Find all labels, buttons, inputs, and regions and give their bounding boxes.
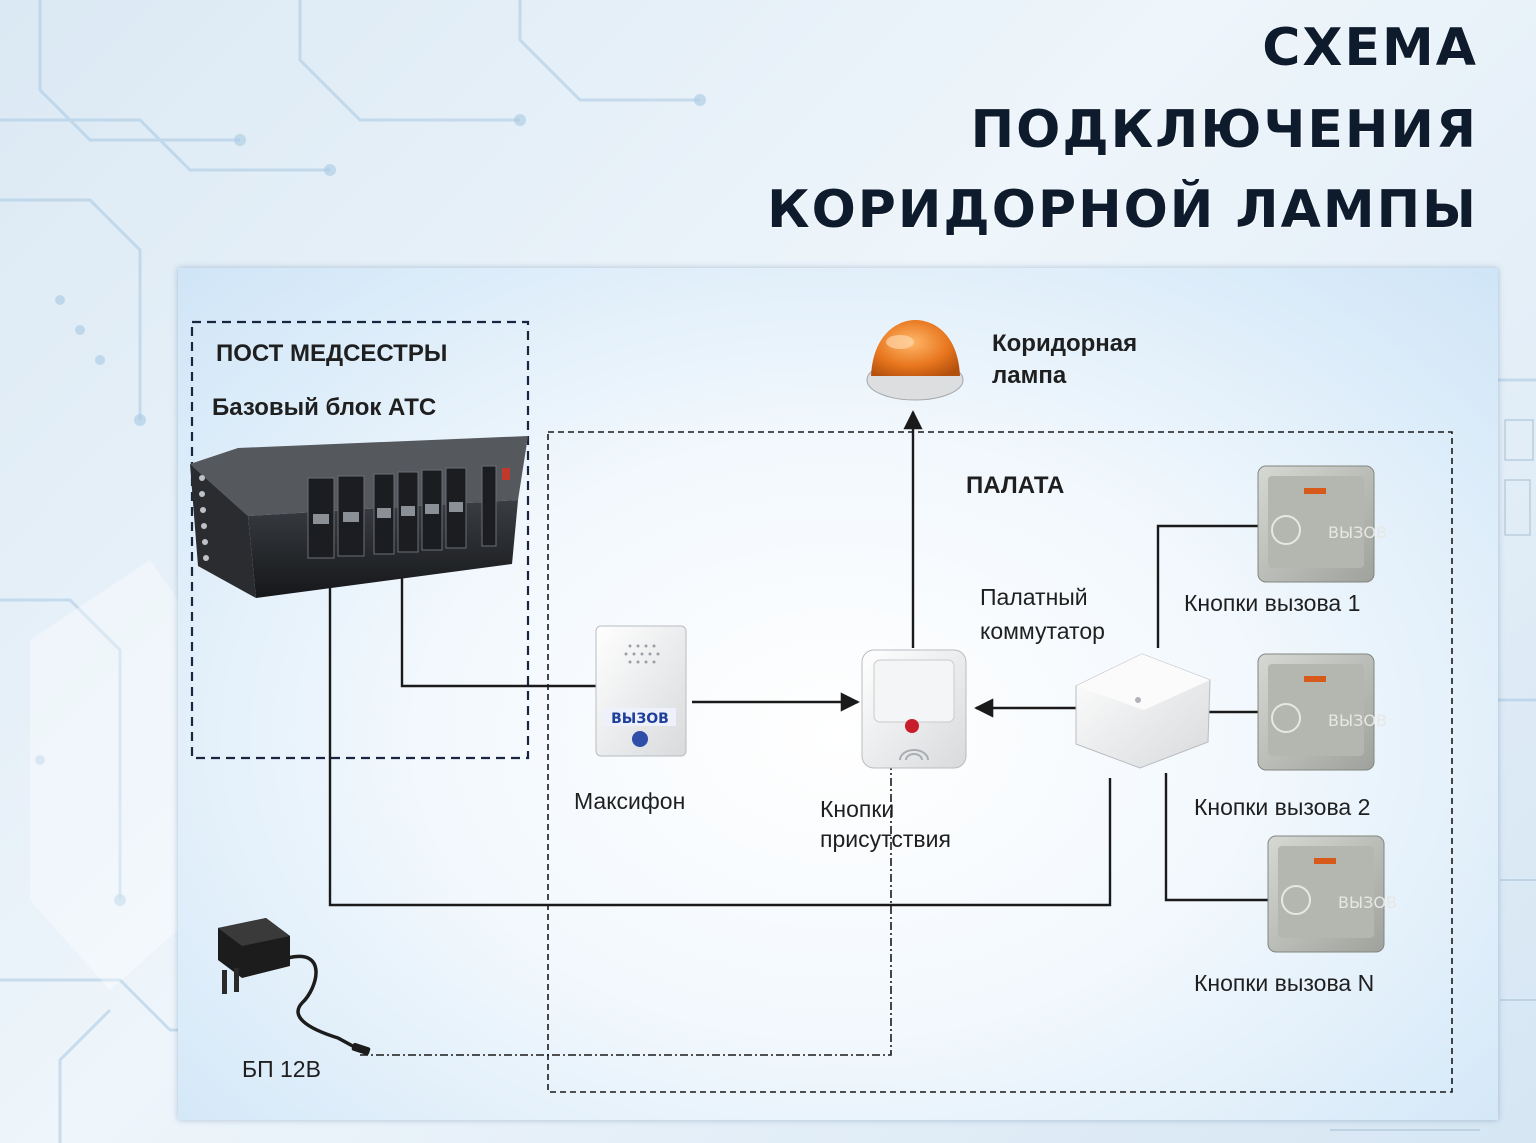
wire-pbx-switch — [328, 583, 1112, 907]
call-button-1-text: ВЫЗОВ — [1328, 523, 1387, 542]
power-adapter-icon — [218, 918, 371, 1056]
call-buttons-2-label: Кнопки вызова 2 — [1194, 794, 1371, 820]
intercom-call-label: ВЫЗОВ — [611, 711, 669, 727]
title-line-2: ПОДКЛЮЧЕНИЯ — [970, 100, 1478, 160]
presence-button-icon — [861, 649, 967, 769]
maxiphone-label: Максифон — [574, 788, 686, 814]
nurse-post-region — [190, 320, 530, 760]
corridor-lamp-icon — [866, 320, 964, 401]
ward-switch-label-1: Палатный — [980, 584, 1088, 610]
junction-box-icon — [1075, 653, 1211, 769]
call-buttons-1-label: Кнопки вызова 1 — [1184, 590, 1361, 616]
psu-label: БП 12В — [242, 1056, 321, 1082]
corridor-lamp-label-2: лампа — [992, 362, 1067, 389]
diagram-panel: ВЫЗОВ ВЫЗОВ — [178, 268, 1498, 1120]
call-button-1-icon: ВЫЗОВ — [1257, 465, 1387, 583]
wire-pbx-intercom — [400, 556, 596, 688]
presence-buttons-label-1: Кнопки — [820, 796, 895, 822]
wire-switch-button-n — [1164, 773, 1268, 902]
call-button-2-icon: ВЫЗОВ — [1257, 653, 1387, 771]
pbx-rack-icon — [190, 436, 528, 598]
title-line-3: КОРИДОРНОЙ ЛАМПЫ — [767, 180, 1478, 240]
ward-label: ПАЛАТА — [966, 472, 1065, 499]
ward-region — [547, 431, 1453, 1093]
wire-switch-button-1 — [1156, 524, 1258, 648]
call-button-n-text: ВЫЗОВ — [1338, 893, 1397, 912]
connection-diagram: ВЫЗОВ ВЫЗОВ — [190, 320, 1453, 1093]
presence-buttons-label-2: присутствия — [820, 826, 951, 852]
call-buttons-n-label: Кнопки вызова N — [1194, 970, 1375, 996]
ward-switch-label-2: коммутатор — [980, 618, 1105, 644]
wires — [328, 410, 1268, 907]
intercom-icon: ВЫЗОВ — [595, 625, 687, 757]
nurse-post-label: ПОСТ МЕДСЕСТРЫ — [216, 340, 448, 367]
call-button-2-text: ВЫЗОВ — [1328, 711, 1387, 730]
corridor-lamp-label-1: Коридорная — [992, 330, 1138, 357]
call-button-n-icon: ВЫЗОВ — [1267, 835, 1397, 953]
wire-psu-presence — [360, 768, 892, 1056]
base-unit-label: Базовый блок АТС — [212, 394, 437, 421]
title-line-1: СХЕМА — [1262, 18, 1478, 78]
